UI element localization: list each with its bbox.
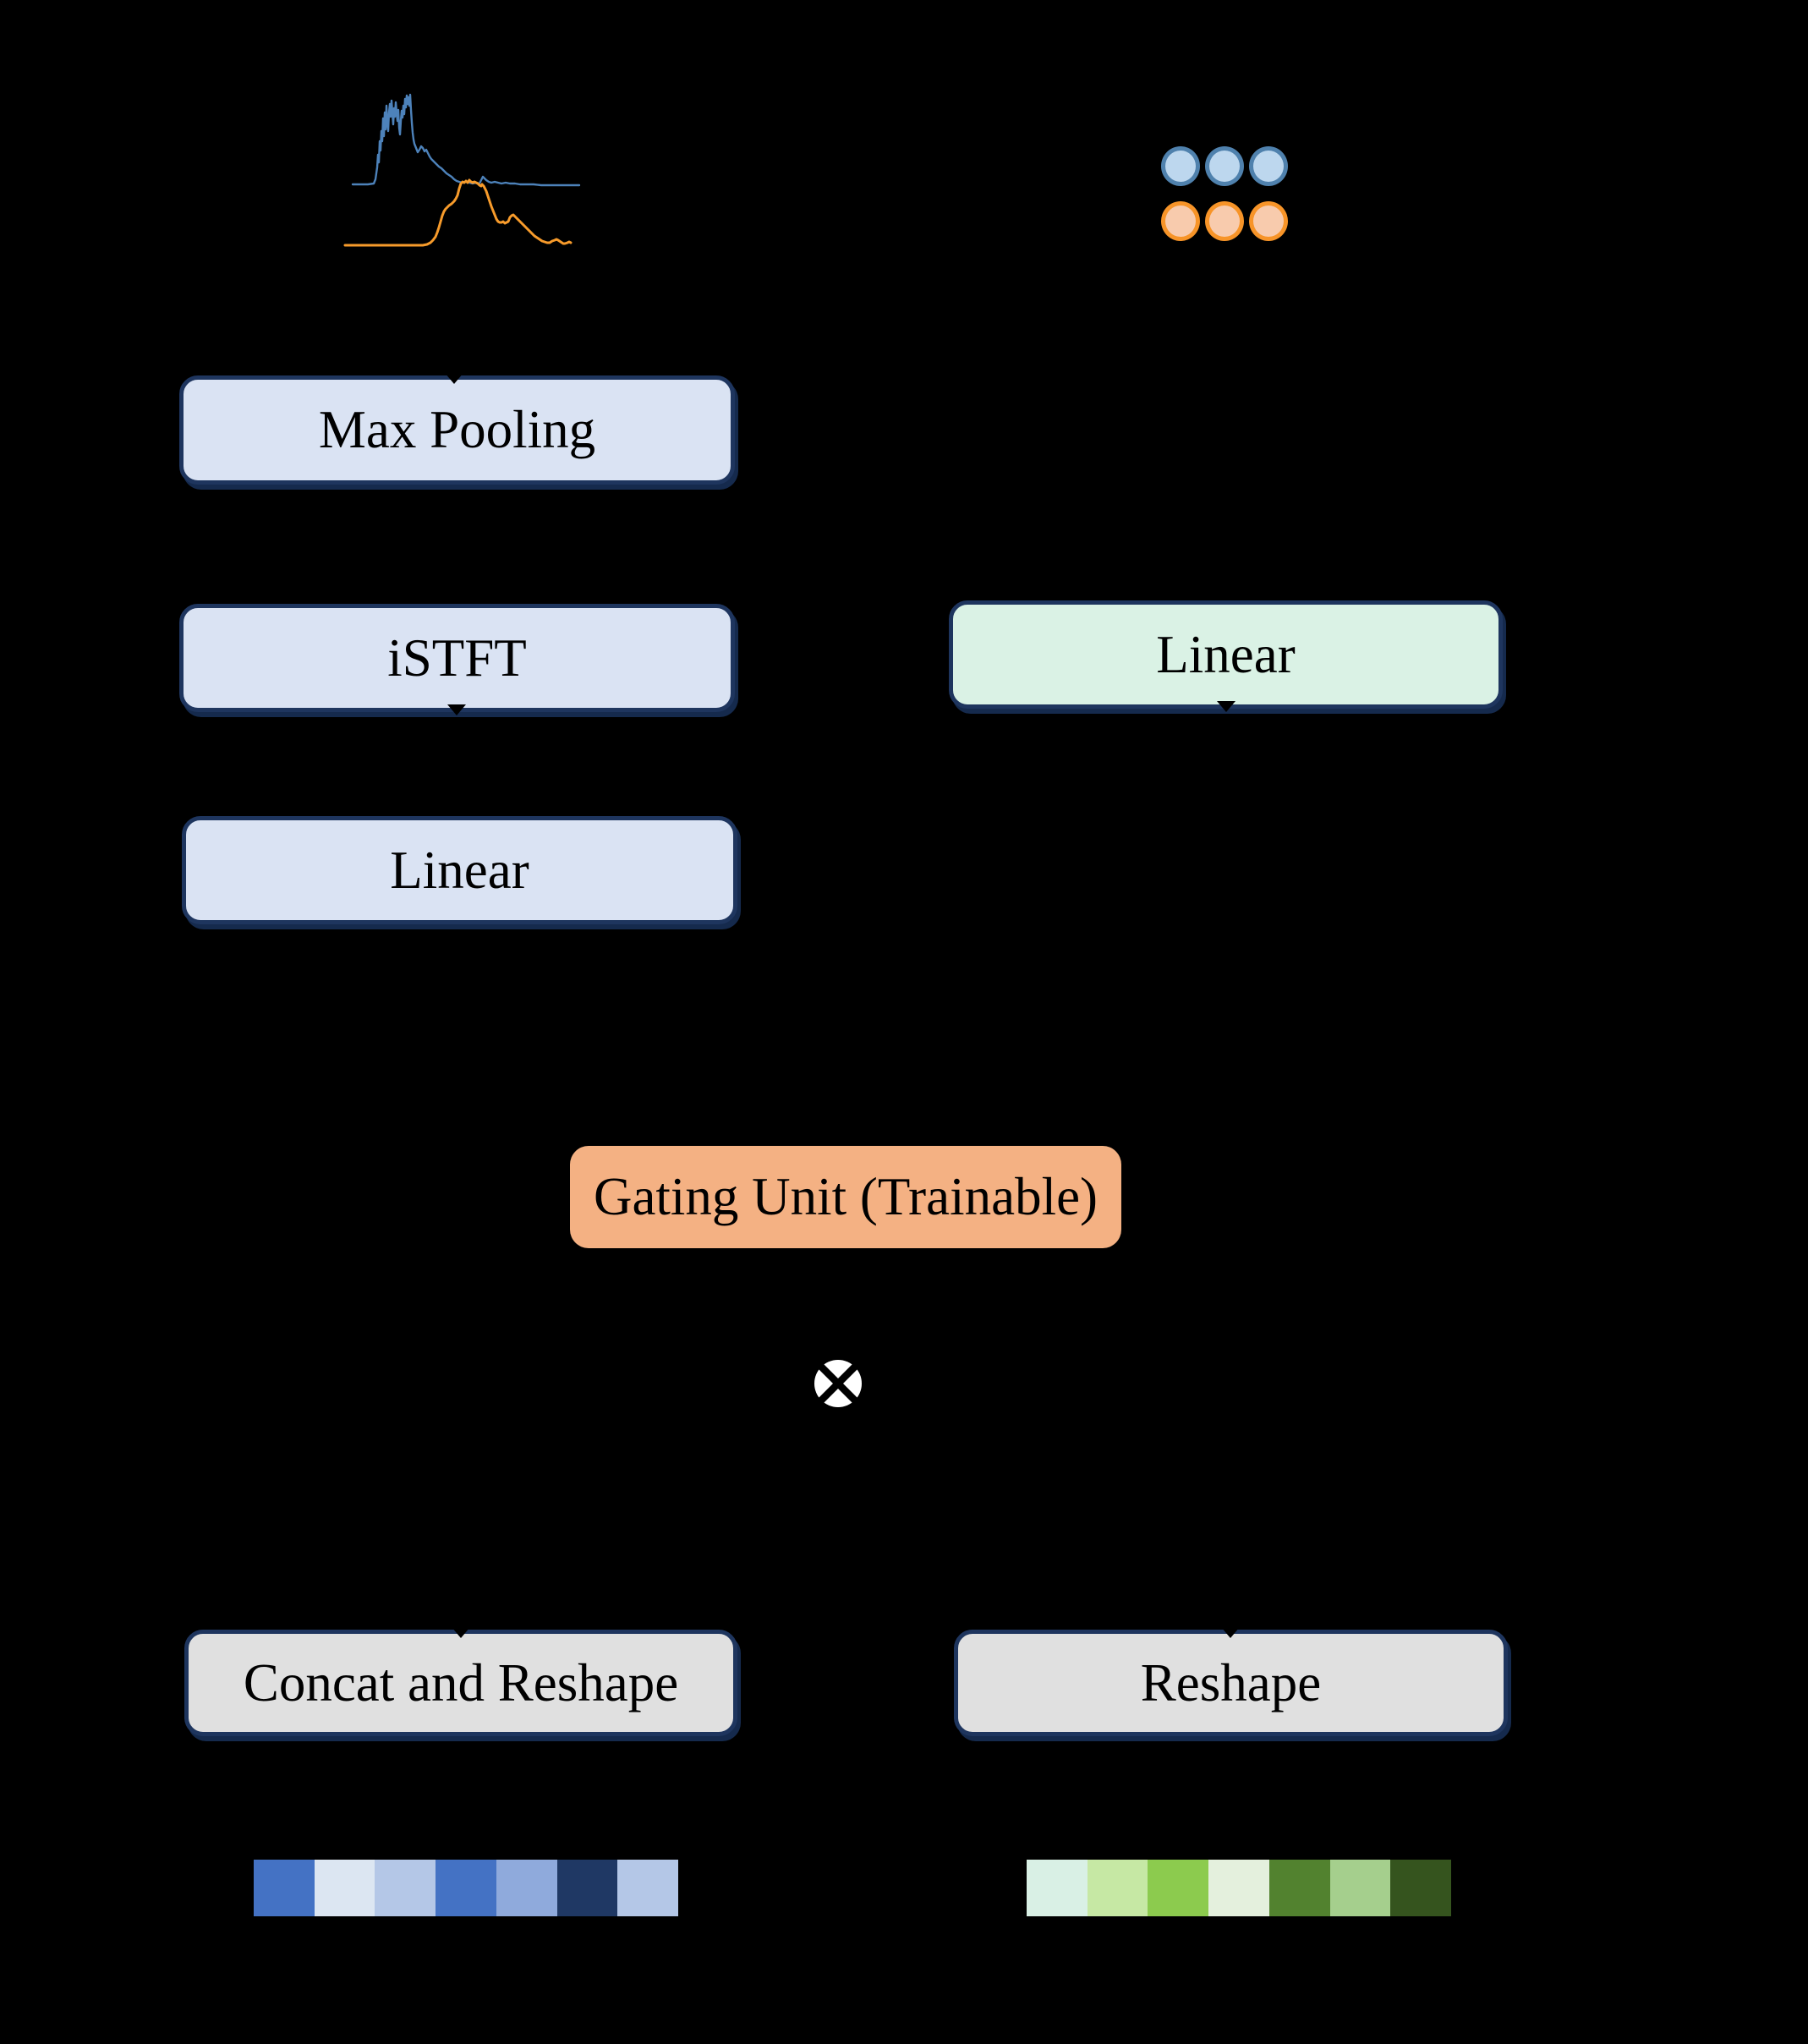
neuron-circle bbox=[1249, 201, 1288, 241]
strip-cell bbox=[1329, 1860, 1391, 1916]
istft-label: iSTFT bbox=[387, 627, 527, 688]
feature-strip-green bbox=[1027, 1860, 1452, 1916]
multiply-operator-x-stroke bbox=[818, 1363, 858, 1404]
linear-right-label: Linear bbox=[1156, 624, 1296, 684]
neuron-grid bbox=[1161, 146, 1288, 241]
linear-left-label: Linear bbox=[390, 840, 529, 900]
concat-reshape-box: Concat and Reshape bbox=[184, 1630, 737, 1736]
neuron-circle bbox=[1205, 146, 1244, 186]
istft-box: iSTFT bbox=[179, 604, 735, 712]
strip-cell bbox=[1148, 1860, 1209, 1916]
strip-cell bbox=[436, 1860, 496, 1916]
max-pooling-box: Max Pooling bbox=[179, 375, 735, 485]
neuron-circle bbox=[1161, 201, 1200, 241]
feature-strip-blue bbox=[254, 1860, 679, 1916]
strip-cell bbox=[1208, 1860, 1269, 1916]
strip-cell bbox=[1268, 1860, 1330, 1916]
neuron-circle bbox=[1205, 201, 1244, 241]
arrowhead-notch bbox=[445, 373, 463, 384]
strip-cell bbox=[1390, 1860, 1452, 1916]
max-pooling-label: Max Pooling bbox=[318, 400, 596, 459]
arrowhead-notch bbox=[1221, 1627, 1240, 1638]
waveform-blue-line bbox=[351, 93, 581, 187]
strip-cell bbox=[1087, 1860, 1148, 1916]
reshape-box: Reshape bbox=[954, 1630, 1508, 1736]
neuron-row-orange bbox=[1161, 201, 1288, 241]
arrowhead-notch bbox=[452, 1627, 470, 1638]
waveform-orange-line bbox=[343, 178, 573, 247]
linear-left-box: Linear bbox=[182, 816, 737, 924]
multiply-operator-icon bbox=[814, 1360, 862, 1407]
strip-cell bbox=[375, 1860, 436, 1916]
linear-right-box: Linear bbox=[949, 600, 1503, 709]
waveform-plot bbox=[343, 93, 581, 247]
strip-cell bbox=[617, 1860, 679, 1916]
neuron-circle bbox=[1161, 146, 1200, 186]
strip-cell bbox=[556, 1860, 618, 1916]
reshape-label: Reshape bbox=[1140, 1652, 1322, 1712]
strip-cell bbox=[496, 1860, 557, 1916]
strip-cell bbox=[314, 1860, 375, 1916]
neuron-circle bbox=[1249, 146, 1288, 186]
neuron-row-blue bbox=[1161, 146, 1288, 186]
gating-unit-box: Gating Unit (Trainable) bbox=[570, 1146, 1121, 1248]
strip-cell bbox=[254, 1860, 315, 1916]
arrowhead-notch bbox=[1217, 701, 1235, 712]
strip-cell bbox=[1027, 1860, 1088, 1916]
concat-reshape-label: Concat and Reshape bbox=[243, 1652, 679, 1712]
arrowhead-notch bbox=[447, 704, 466, 715]
gating-unit-label: Gating Unit (Trainable) bbox=[593, 1167, 1098, 1226]
